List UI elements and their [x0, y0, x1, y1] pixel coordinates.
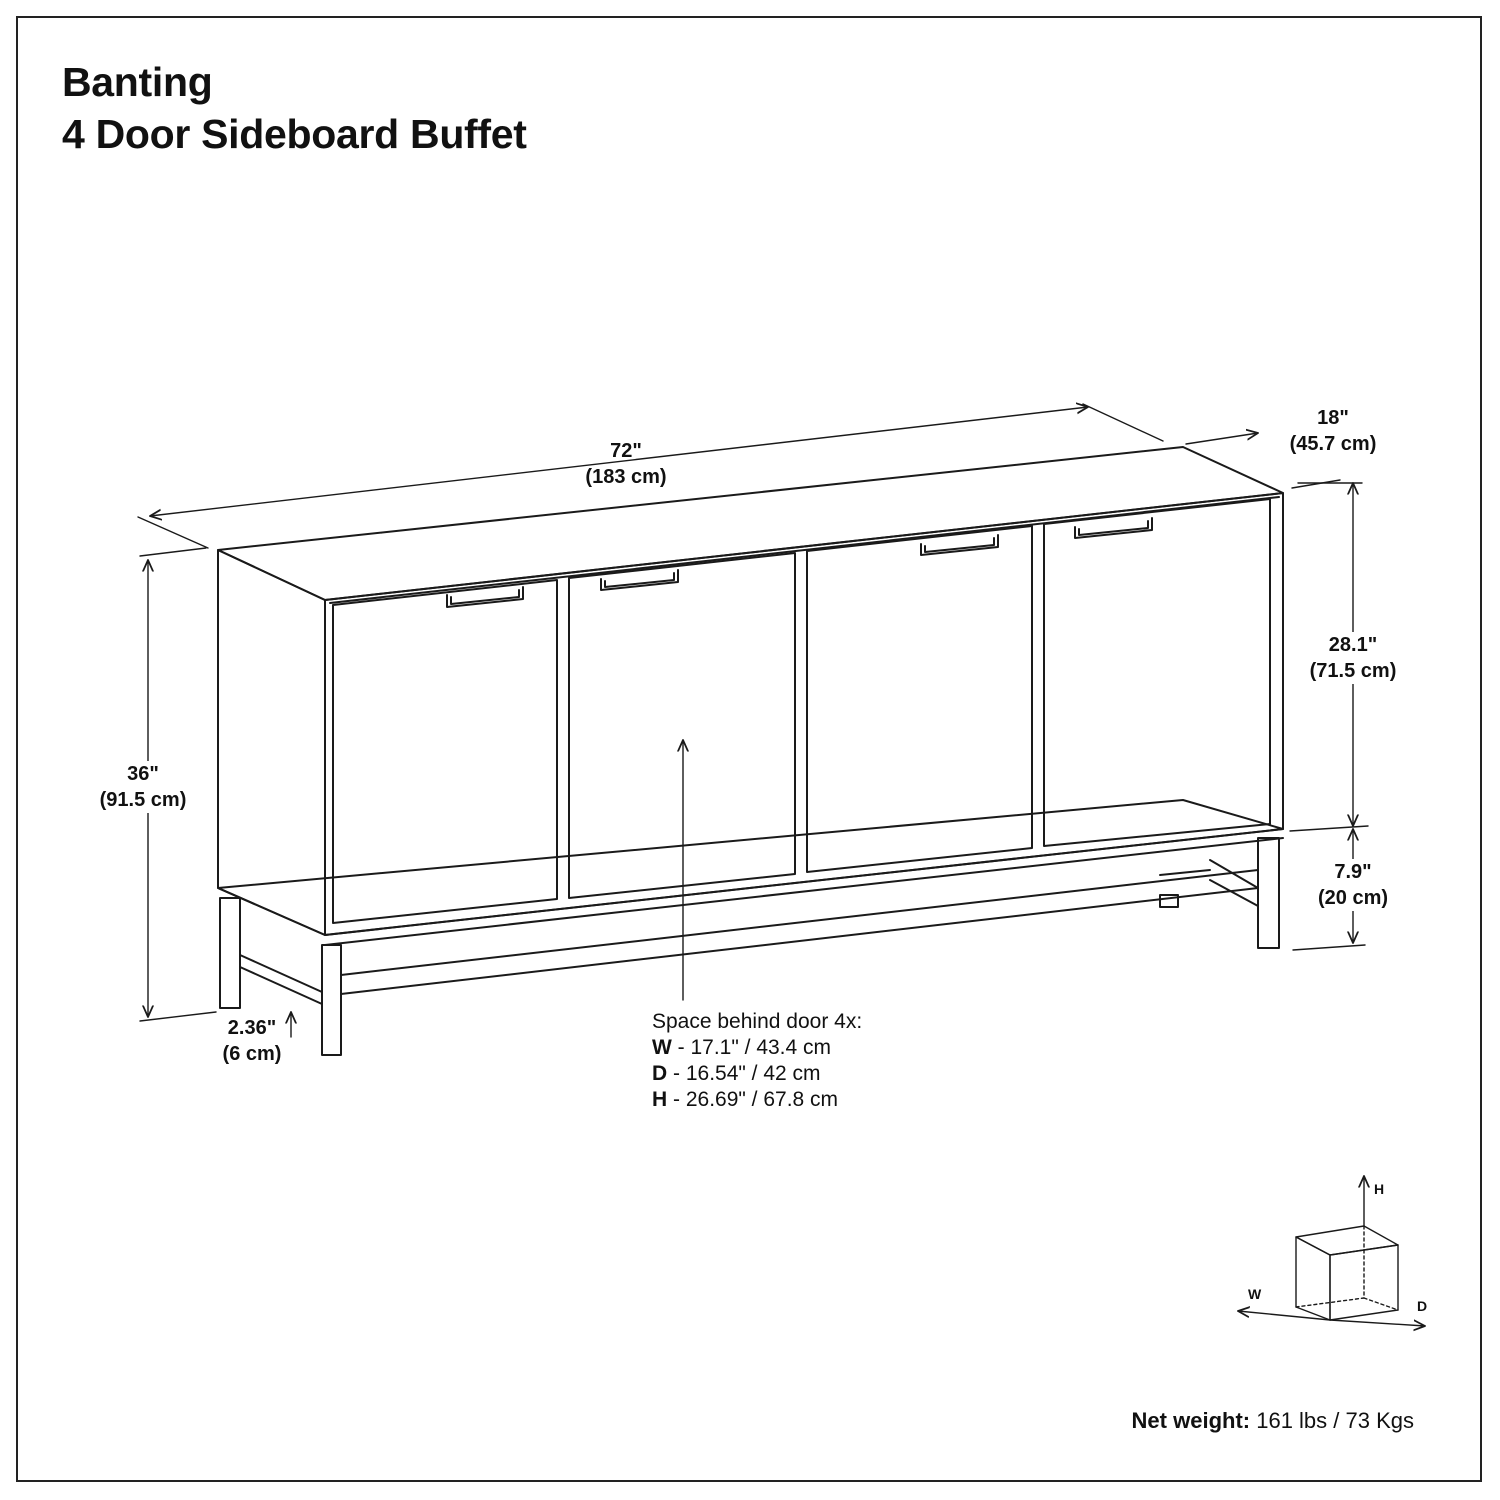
net-weight-value: 161 lbs / 73 Kgs	[1250, 1408, 1414, 1433]
interior-row: D - 16.54" / 42 cm	[652, 1062, 821, 1085]
width-dimension-label: 72" (183 cm)	[585, 440, 667, 488]
axis-label-d: D	[1417, 1298, 1428, 1314]
base-height-dimension-label: 7.9" (20 cm)	[1303, 859, 1403, 911]
interior-heading: Space behind door 4x:	[652, 1010, 863, 1033]
axis-label-w: W	[1248, 1286, 1262, 1302]
interior-space-note: Space behind door 4x: W - 17.1" / 43.4 c…	[652, 1009, 862, 1113]
foot-height-dimension-label: 2.36" (6 cm)	[222, 1017, 282, 1065]
dimension-lines	[137, 404, 1369, 1038]
cabinet-height-dimension-label: 28.1" (71.5 cm)	[1298, 632, 1408, 684]
cabinet-doors	[332, 498, 1271, 924]
door-handles	[446, 517, 1153, 608]
title-line-2: 4 Door Sideboard Buffet	[62, 111, 527, 157]
title-line-1: Banting	[62, 59, 213, 105]
depth-dimension-label: 18" (45.7 cm)	[1289, 407, 1377, 455]
net-weight-label: Net weight:	[1131, 1408, 1251, 1433]
axes-cube-icon	[1238, 1176, 1425, 1326]
interior-row: H - 26.69" / 67.8 cm	[652, 1088, 839, 1111]
page-title: Banting 4 Door Sideboard Buffet	[62, 56, 527, 160]
axis-label-h: H	[1374, 1181, 1385, 1197]
net-weight: Net weight: 161 lbs / 73 Kgs	[1132, 1408, 1414, 1434]
diagram-frame	[16, 16, 1482, 1482]
cabinet-body	[217, 446, 1284, 936]
metal-base	[217, 799, 1284, 1056]
height-dimension-label: 36" (91.5 cm)	[88, 761, 198, 813]
interior-row: W - 17.1" / 43.4 cm	[652, 1036, 832, 1059]
